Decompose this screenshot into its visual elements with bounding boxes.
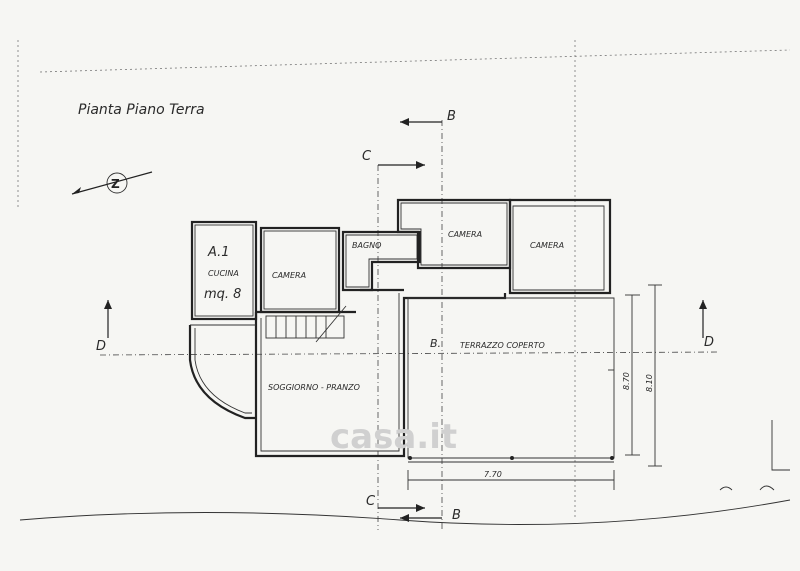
room-label-terrazzo: TERRAZZO COPERTO xyxy=(460,341,545,350)
section-marker-c-bottom: C xyxy=(366,494,425,512)
section-label: C xyxy=(362,149,372,164)
building-walls xyxy=(188,198,612,458)
north-arrow-icon: Z xyxy=(71,171,153,195)
compass-label: Z xyxy=(111,177,120,191)
paper-edge xyxy=(19,499,791,525)
staircase xyxy=(265,305,347,343)
dimension-label: 8.70 xyxy=(622,372,631,390)
section-marker-b-bottom: B xyxy=(400,508,461,523)
section-marker-b-top: B xyxy=(400,109,456,126)
margin-scribble xyxy=(719,420,790,491)
section-label: B xyxy=(452,508,461,523)
dimension-label: 7.70 xyxy=(484,470,502,479)
room-label-camera-left: CAMERA xyxy=(272,271,306,280)
covered-terrace xyxy=(407,297,615,463)
section-label: D xyxy=(704,335,714,350)
room-label-camera-right: CAMERA xyxy=(530,241,564,250)
watermark-text: casa.it xyxy=(330,417,457,457)
room-label-cucina: CUCINA xyxy=(208,269,239,278)
section-label: B xyxy=(447,109,456,124)
room-label-bagno: BAGNO xyxy=(352,241,381,250)
dimension-height: 8.70 8.10 xyxy=(622,284,662,467)
room-label-terrazzo-letter: B. xyxy=(430,337,441,350)
dimension-label: 8.10 xyxy=(645,374,654,392)
room-label-soggiorno: SOGGIORNO - PRANZO xyxy=(268,383,360,392)
section-label: D xyxy=(96,339,106,354)
section-line-d xyxy=(99,351,721,356)
dimension-width: 7.70 xyxy=(407,470,615,490)
section-marker-c-top: C xyxy=(362,149,425,169)
margin-line xyxy=(39,49,791,73)
room-area: mq. 8 xyxy=(204,287,241,302)
plan-title: Pianta Piano Terra xyxy=(78,102,205,118)
room-label-camera-top: CAMERA xyxy=(448,230,482,239)
section-label: C xyxy=(366,494,376,509)
unit-label: A.1 xyxy=(207,245,230,260)
